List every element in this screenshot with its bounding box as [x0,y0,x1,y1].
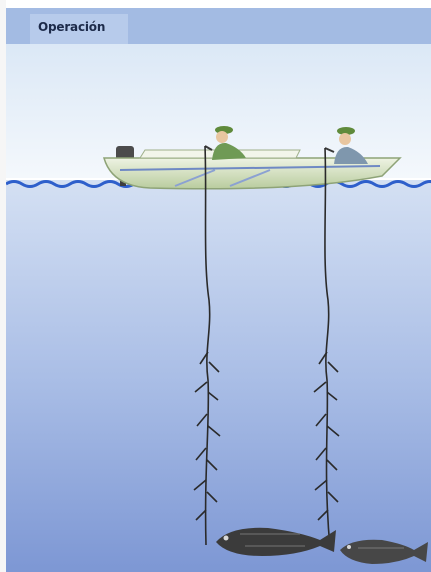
water [6,180,431,572]
section-title: Operación [38,20,105,34]
